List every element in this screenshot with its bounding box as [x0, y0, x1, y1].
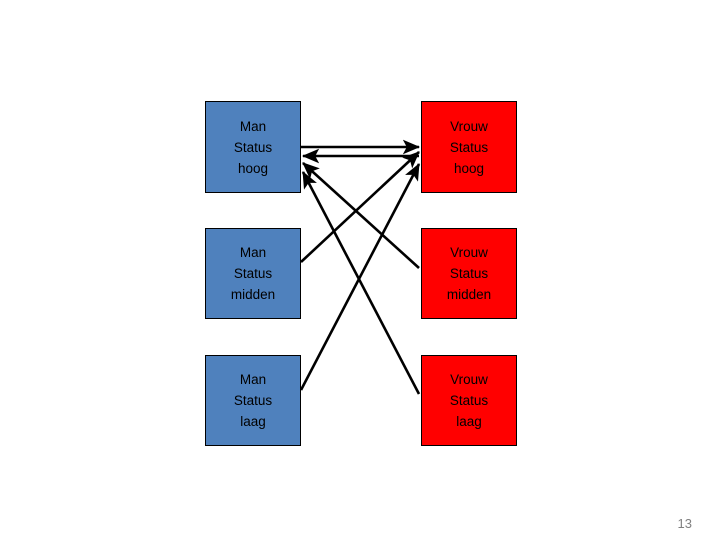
- node-label-line2: Status: [233, 393, 273, 408]
- node-label-line3: midden: [230, 287, 276, 302]
- node-label-line2: Status: [449, 139, 489, 155]
- connector-group: [299, 139, 421, 395]
- node-label-line2: Status: [449, 266, 489, 281]
- node-man-status-hoog[interactable]: Man Status hoog: [205, 101, 301, 193]
- node-label-line3: laag: [240, 414, 266, 429]
- node-label-line3: laag: [456, 414, 482, 429]
- node-label-line3: midden: [446, 287, 492, 302]
- connector-vrouw-midden-to-man-hoog: [302, 162, 420, 269]
- connector-man-midden-to-vrouw-hoog: [300, 151, 420, 263]
- connector-man-laag-to-vrouw-hoog: [299, 163, 421, 391]
- node-vrouw-status-midden[interactable]: Vrouw Status midden: [421, 228, 517, 319]
- node-label-line3: hoog: [453, 160, 485, 176]
- node-label-line1: Man: [239, 118, 267, 134]
- node-label-line2: Status: [233, 266, 273, 281]
- node-vrouw-status-laag[interactable]: Vrouw Status laag: [421, 355, 517, 446]
- node-label-line1: Vrouw: [450, 245, 488, 260]
- node-label-line3: hoog: [237, 160, 269, 176]
- node-label-line1: Vrouw: [450, 372, 488, 387]
- node-label-line2: Status: [449, 393, 489, 408]
- node-label-line1: Vrouw: [450, 118, 488, 134]
- page-number: 13: [677, 516, 692, 531]
- node-man-status-laag[interactable]: Man Status laag: [205, 355, 301, 446]
- node-man-status-midden[interactable]: Man Status midden: [205, 228, 301, 319]
- node-label-line1: Man: [239, 245, 267, 260]
- node-vrouw-status-hoog[interactable]: Vrouw Status hoog: [421, 101, 517, 193]
- connector-vrouw-laag-to-man-hoog: [301, 171, 421, 395]
- node-label-line2: Status: [233, 139, 273, 155]
- node-label-line1: Man: [239, 372, 267, 387]
